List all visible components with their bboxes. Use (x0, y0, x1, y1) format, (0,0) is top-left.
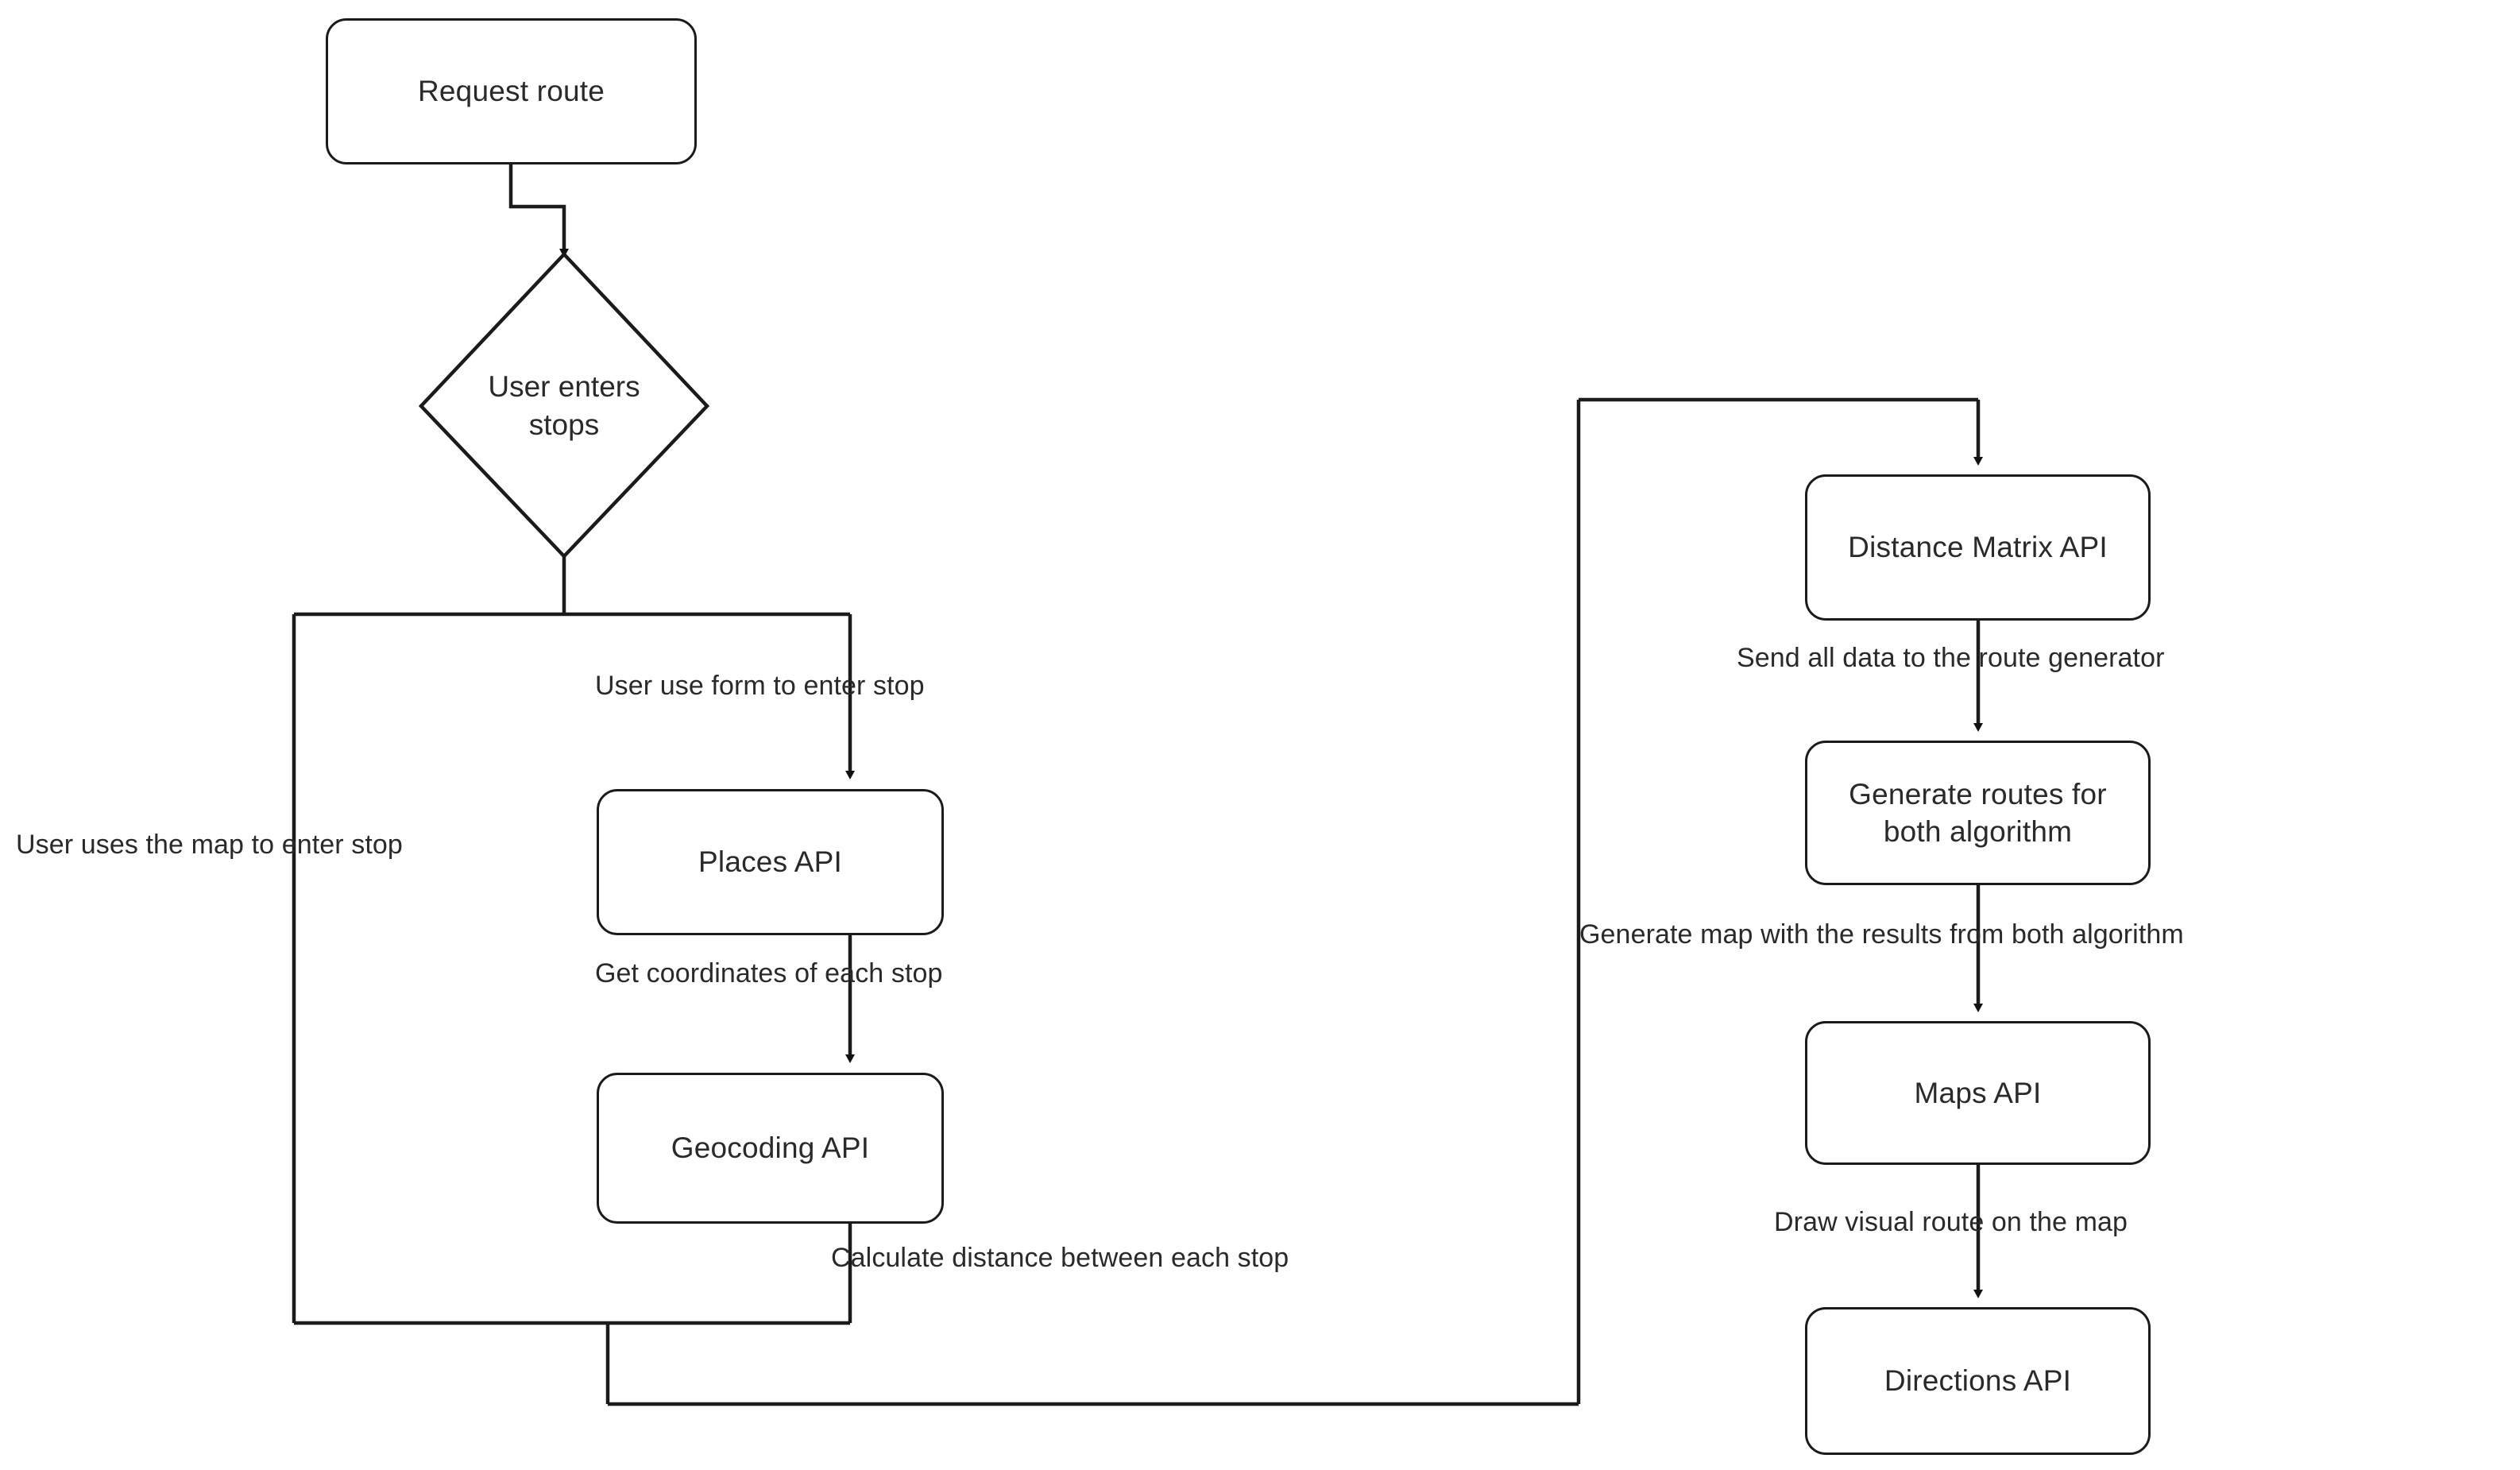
edge-label-user-use-form: User use form to enter stop (595, 671, 925, 701)
decision-user-enters-stops: User enters stops (421, 262, 707, 550)
node-maps-api-label: Maps API (1914, 1076, 2042, 1109)
node-distance-matrix-api[interactable]: Distance Matrix API (1805, 474, 2151, 621)
node-maps-api[interactable]: Maps API (1805, 1021, 2151, 1165)
edge-label-generate-map: Generate map with the results from both … (1579, 919, 2184, 950)
node-generate-routes[interactable]: Generate routes for both algorithm (1805, 741, 2151, 885)
edge-label-draw-visual-route-text: Draw visual route on the map (1774, 1207, 2128, 1237)
node-directions-api[interactable]: Directions API (1805, 1307, 2151, 1455)
node-request-route[interactable]: Request route (326, 18, 697, 164)
node-places-api[interactable]: Places API (597, 789, 944, 935)
edge-label-user-use-form-text: User use form to enter stop (595, 671, 925, 701)
edge-label-calculate-distance-text: Calculate distance between each stop (831, 1243, 1289, 1273)
decision-label: User enters stops (421, 262, 707, 550)
decision-label-line1: User enters (488, 369, 640, 403)
edge-label-send-all-data: Send all data to the route generator (1737, 643, 2165, 673)
edge-request-to-decision (508, 164, 569, 257)
edge-label-generate-map-text: Generate map with the results from both … (1579, 919, 2184, 950)
node-geocoding-api[interactable]: Geocoding API (597, 1073, 944, 1224)
edge-label-user-uses-map: User uses the map to enter stop (16, 830, 403, 860)
node-directions-api-label: Directions API (1884, 1364, 2072, 1398)
node-generate-routes-line1: Generate routes for (1849, 777, 2107, 810)
node-geocoding-api-label: Geocoding API (671, 1132, 870, 1165)
node-generate-routes-line2: both algorithm (1883, 815, 2073, 848)
node-request-route-label: Request route (417, 75, 605, 108)
edge-label-get-coordinates-text: Get coordinates of each stop (595, 958, 943, 988)
decision-label-line2: stops (528, 408, 600, 441)
node-distance-matrix-api-label: Distance Matrix API (1848, 531, 2108, 564)
decision-diamond (418, 251, 710, 559)
node-generate-routes-label: Generate routes for both algorithm (1849, 776, 2107, 851)
edge-label-user-uses-map-text: User uses the map to enter stop (16, 830, 403, 860)
edge-label-draw-visual-route: Draw visual route on the map (1774, 1207, 2128, 1237)
edge-label-get-coordinates: Get coordinates of each stop (595, 958, 943, 988)
edge-label-send-all-data-text: Send all data to the route generator (1737, 643, 2165, 673)
node-places-api-label: Places API (698, 845, 842, 879)
edge-label-calculate-distance: Calculate distance between each stop (831, 1243, 1289, 1273)
